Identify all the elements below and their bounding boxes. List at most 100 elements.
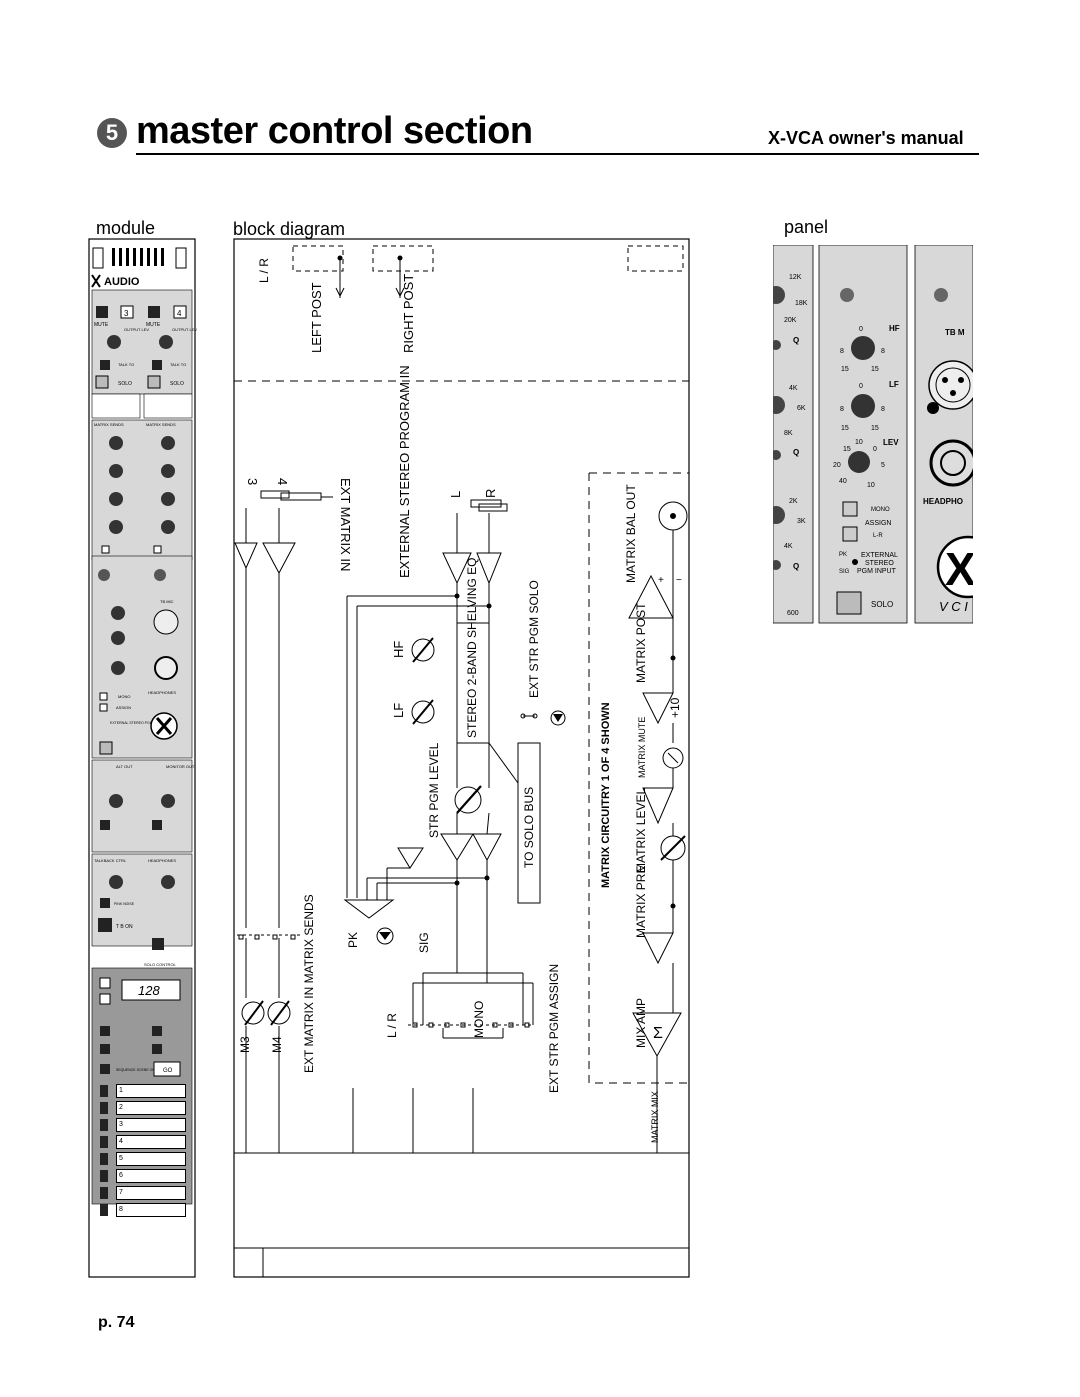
lf-knob[interactable] — [111, 631, 125, 645]
matrix-sends-section — [91, 419, 193, 561]
external-stereo-program-in-label: EXTERNAL STEREO PROGRAM IN — [397, 365, 412, 578]
mtx-sends-switch-3[interactable] — [101, 545, 110, 554]
panel-frequency-labels: 12K 18K 20K 4K 6K 8K 2K 3K 4K 600 — [784, 274, 808, 617]
alt-talk-button[interactable] — [100, 820, 110, 830]
edit-preview-button[interactable] — [100, 1026, 110, 1036]
solo-clear-button[interactable] — [152, 938, 164, 950]
panel-lf-right-8: 8 — [881, 406, 885, 413]
panel-hf-knob[interactable] — [851, 336, 875, 360]
matrix-pre-label: MATRIX PRE — [634, 866, 648, 938]
to-solo-bus-label: TO SOLO BUS — [522, 787, 536, 868]
headphone-lev-knob[interactable] — [161, 875, 175, 889]
mute-button-3[interactable] — [96, 306, 108, 318]
panel-hf-left-15: 15 — [841, 366, 849, 373]
xvca-logo-x — [155, 717, 173, 735]
scene-row[interactable]: 7 — [100, 1185, 186, 1201]
talkback-lev-knob[interactable] — [109, 875, 123, 889]
m4-pot-arrow — [270, 1000, 290, 1026]
panel-xlr-connector-icon[interactable] — [928, 360, 973, 410]
go-label: GO — [163, 1068, 173, 1074]
lf-label: LF — [391, 703, 406, 718]
alt-out-section — [91, 759, 193, 853]
edit-save-button[interactable] — [152, 1026, 162, 1036]
midi-utility-button[interactable] — [152, 1044, 162, 1054]
tb-mic-connector-icon[interactable] — [153, 609, 179, 635]
scene-row[interactable]: 2 — [100, 1100, 186, 1116]
assign-button[interactable] — [99, 703, 108, 712]
alt-out-knob[interactable] — [109, 794, 123, 808]
mute-button-4[interactable] — [148, 306, 160, 318]
panel-pgm-input-label: PGM INPUT — [857, 568, 897, 575]
scene-display — [121, 979, 181, 1001]
headphone-jack-icon[interactable] — [154, 656, 178, 680]
panel-lev-knob[interactable] — [848, 451, 870, 473]
scene-down-button[interactable] — [99, 993, 111, 1005]
panel-mono-button[interactable] — [842, 501, 858, 517]
mono-button[interactable] — [99, 692, 108, 701]
scene-list: 1 2 3 4 5 6 7 8 — [100, 1083, 186, 1219]
tb-on-button[interactable] — [98, 918, 112, 932]
scene-number: 3 — [116, 1118, 186, 1132]
tb-solo-button[interactable] — [99, 741, 113, 755]
solo-button-3[interactable] — [95, 375, 109, 389]
sequence-button[interactable] — [100, 1064, 110, 1074]
panel-assign-button[interactable] — [842, 526, 858, 542]
m3-pot-arrow — [244, 1000, 264, 1026]
plus10-label: +10 — [668, 697, 682, 718]
input-l-label: L — [448, 491, 463, 498]
monitor-out-knob[interactable] — [161, 794, 175, 808]
scene-row[interactable]: 8 — [100, 1202, 186, 1218]
talk-button-4[interactable] — [152, 360, 162, 370]
right-post-label: RIGHT POST — [401, 274, 416, 353]
q-label-3: Q — [793, 562, 799, 571]
mon-talk-button[interactable] — [152, 820, 162, 830]
scene-row[interactable]: 6 — [100, 1168, 186, 1184]
panel-lev-10-low: 10 — [867, 482, 875, 489]
ext-matrix-in-sends-label: EXT MATRIX IN MATRIX SENDS — [302, 894, 316, 1073]
scene-up-button[interactable] — [99, 977, 111, 989]
solo-led-triangle — [553, 714, 563, 722]
panel-stereo-label: STEREO — [865, 560, 894, 567]
dashed-box-left — [292, 245, 344, 272]
bal-out-minus: − — [676, 575, 682, 586]
panel-solo-button[interactable] — [836, 591, 862, 615]
go-button[interactable] — [153, 1061, 181, 1077]
talk-button-3[interactable] — [100, 360, 110, 370]
adjacent-knob-edges[interactable] — [773, 286, 785, 570]
sig-label: SIG — [417, 932, 431, 953]
scene-row[interactable]: 1 — [100, 1083, 186, 1099]
single-scene-button[interactable] — [100, 1044, 110, 1054]
matrix-send-knobs[interactable] — [109, 436, 175, 534]
left-post-label: LEFT POST — [309, 282, 324, 353]
m3-pot-icon — [241, 1001, 265, 1025]
scene-row[interactable]: 5 — [100, 1151, 186, 1167]
pink-noise-button[interactable] — [100, 898, 110, 908]
input-r-label: R — [483, 489, 498, 498]
hf-knob[interactable] — [111, 606, 125, 620]
matrix-level-label: MATRIX LEVEL — [634, 788, 648, 873]
output-knob-3[interactable] — [107, 335, 121, 349]
mtx-sends-switch-4[interactable] — [153, 545, 162, 554]
panel-screw-icon-left — [840, 288, 854, 302]
panel-lf-zero: 0 — [859, 383, 863, 390]
solo-button-4[interactable] — [147, 375, 161, 389]
panel-headphone-jack-icon[interactable] — [929, 439, 973, 487]
lev-knob[interactable] — [111, 661, 125, 675]
panel-lev-20: 20 — [833, 462, 841, 469]
hf-label: HF — [391, 641, 406, 658]
panel-lf-knob[interactable] — [851, 394, 875, 418]
output-knob-4[interactable] — [159, 335, 173, 349]
mtx-4-label: 4 — [177, 309, 182, 318]
panel-pk-label: PK — [839, 552, 847, 558]
matrix-sends-label-3: MATRIX SENDS — [94, 422, 124, 427]
solo-control-label: SOLO CONTROL — [144, 962, 177, 967]
alt-out-label: ALT OUT — [116, 764, 133, 769]
panel-hf-zero: 0 — [859, 326, 863, 333]
page-number: p. 74 — [98, 1314, 135, 1331]
bal-out-plus: + — [658, 575, 664, 586]
scene-row[interactable]: 3 — [100, 1117, 186, 1133]
scene-number: 5 — [116, 1152, 186, 1166]
scene-row[interactable]: 4 — [100, 1134, 186, 1150]
lf-pot-arrow — [412, 699, 434, 725]
module-footer-note: HEADPHONE AND TALKBACK JACKS LOCATED BEL… — [97, 1232, 189, 1242]
